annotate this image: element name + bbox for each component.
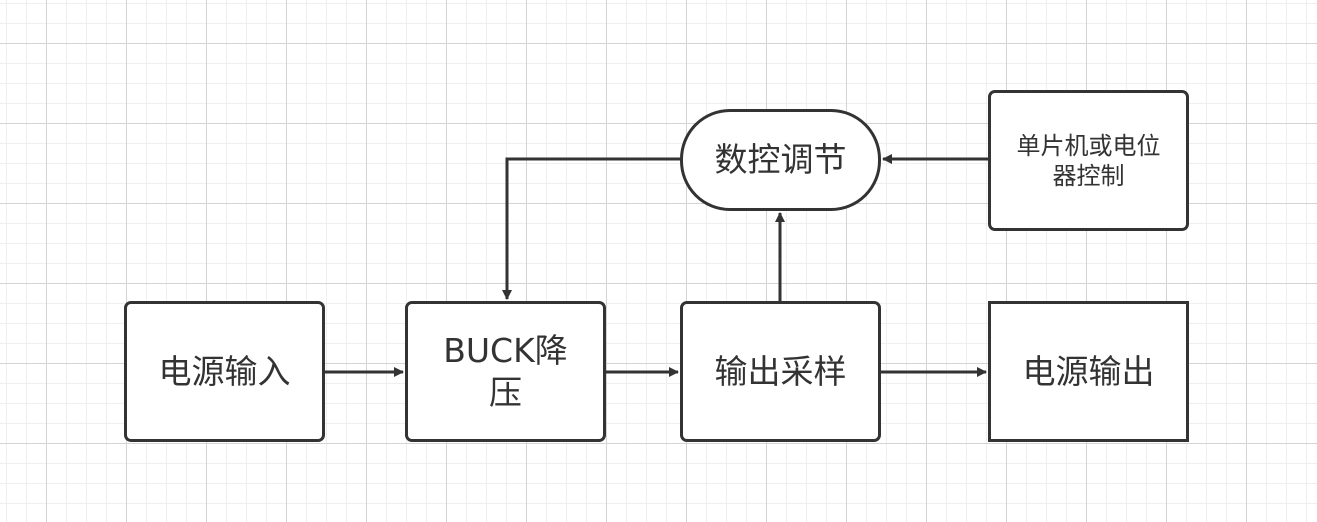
power-output-label: 电源输出 — [1022, 351, 1155, 391]
power-input-label: 电源输入 — [158, 351, 291, 391]
output-sampling-label: 输出采样 — [714, 351, 847, 391]
power-input-node[interactable]: 电源输入 — [124, 301, 325, 442]
output-sampling-node[interactable]: 输出采样 — [680, 301, 881, 442]
buck-converter-label: BUCK降压 — [443, 331, 568, 412]
mcu-control-node[interactable]: 单片机或电位器控制 — [988, 90, 1189, 231]
digital-control-node[interactable]: 数控调节 — [680, 109, 881, 211]
edge-control-to-buck — [502, 157, 680, 300]
digital-control-label: 数控调节 — [714, 140, 847, 180]
mcu-control-label: 单片机或电位器控制 — [1016, 131, 1161, 190]
power-output-node[interactable]: 电源输出 — [988, 301, 1189, 442]
buck-converter-node[interactable]: BUCK降压 — [405, 301, 606, 442]
